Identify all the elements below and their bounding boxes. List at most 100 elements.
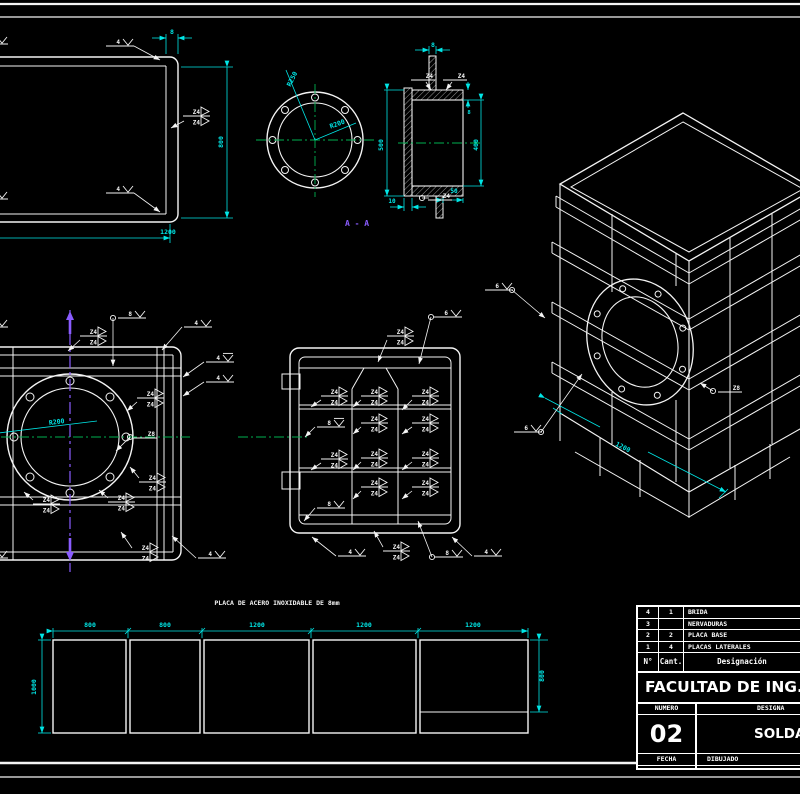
author-name: CARBAJAL JARA WILDER — [697, 766, 800, 768]
dim-800-p1: 800 — [84, 621, 96, 629]
plate-title: PLACA DE ACERO INOXIDABLE DE 8mm — [214, 599, 339, 607]
svg-text:Z4: Z4 — [371, 400, 379, 407]
svg-text:Z4: Z4 — [371, 491, 379, 498]
svg-text:Z4: Z4 — [118, 495, 126, 502]
svg-text:Z4: Z4 — [443, 193, 451, 200]
weld-6-iso-top: 6 — [485, 282, 546, 319]
svg-text:8: 8 — [128, 311, 132, 318]
svg-text:1200: 1200 — [356, 621, 372, 629]
dim-1200-p3: 1200 — [249, 621, 265, 629]
svg-text:Z4: Z4 — [371, 389, 379, 396]
part-name: BRIDA — [688, 608, 708, 616]
svg-text:800: 800 — [217, 136, 225, 148]
dim-8-plan: 8 — [170, 28, 174, 36]
svg-text:Z4: Z4 — [149, 475, 157, 482]
svg-text:4: 4 — [116, 186, 120, 193]
part-qty — [659, 618, 684, 629]
dim-1200-p4: 1200 — [356, 621, 372, 629]
svg-text:8: 8 — [445, 550, 449, 557]
part-no: 1 — [638, 641, 659, 652]
svg-text:8: 8 — [327, 501, 331, 508]
svg-text:8: 8 — [327, 420, 331, 427]
svg-text:Z4: Z4 — [422, 427, 430, 434]
svg-text:Z4: Z4 — [43, 508, 51, 515]
svg-text:8: 8 — [170, 28, 174, 36]
dim-1200-p5: 1200 — [465, 621, 481, 629]
weld-4-plan-top: 4 — [106, 38, 161, 61]
designacion-label: DESIGNA — [757, 704, 785, 712]
svg-text:Z8: Z8 — [148, 431, 156, 438]
svg-text:Z4: Z4 — [371, 416, 379, 423]
svg-text:1000: 1000 — [30, 679, 38, 695]
svg-text:400: 400 — [472, 139, 480, 151]
part-qty: 4 — [659, 641, 684, 652]
svg-text:Z4: Z4 — [147, 402, 155, 409]
svg-text:1200: 1200 — [249, 621, 265, 629]
svg-text:Z4: Z4 — [422, 416, 430, 423]
svg-text:800: 800 — [538, 670, 546, 682]
part-qty: 2 — [659, 630, 684, 641]
svg-text:PLACA DE ACERO INOXIDABLE DE 8: PLACA DE ACERO INOXIDABLE DE 8mm — [214, 599, 339, 607]
svg-text:Z4: Z4 — [142, 545, 150, 552]
header-no: N° — [638, 653, 659, 671]
svg-text:Z4: Z4 — [371, 451, 379, 458]
dim-r200-flange: R200 — [329, 118, 347, 131]
svg-text:R200: R200 — [48, 417, 65, 427]
svg-text:6: 6 — [444, 310, 448, 317]
view-plate-development — [38, 627, 548, 734]
svg-text:50: 50 — [450, 188, 458, 195]
dim-8-section-right: 8 — [467, 110, 470, 116]
dim-1000-plate: 1000 — [30, 679, 38, 695]
weld-z4-section-right: Z4 — [443, 73, 467, 91]
dim-8-section-top: 8 — [431, 41, 435, 49]
weld-z4-section-left: Z4 — [411, 73, 435, 91]
label-row: NUMERO DESIGNA — [638, 704, 800, 715]
annotation-layer: 8800120044Z4Z444R250R200A - A88500400501… — [0, 28, 742, 695]
weld-8-side-bottomleft: 8 — [303, 500, 345, 522]
weld-4-plan-left-bottom: 4 — [0, 191, 8, 200]
svg-text:6: 6 — [524, 425, 528, 432]
drawing-id-row: 02 SOLDAD — [638, 715, 800, 754]
svg-text:4: 4 — [194, 320, 198, 327]
numero-label: NUMERO — [638, 704, 697, 714]
dim-800-plate-right: 800 — [538, 670, 546, 682]
dim-500-section: 500 — [377, 139, 385, 151]
weld-4-front-right2: 4 — [182, 374, 234, 397]
svg-text:4: 4 — [116, 39, 120, 46]
svg-text:500: 500 — [377, 139, 385, 151]
svg-text:10: 10 — [388, 198, 396, 205]
dim-800-p2: 800 — [159, 621, 171, 629]
part-name: NERVADURAS — [688, 619, 728, 628]
table-header-row: N° Cant. Designación — [638, 653, 800, 673]
weld-4-plan-left-top: 4 — [0, 36, 8, 45]
part-no: 4 — [638, 607, 659, 618]
svg-text:Z4: Z4 — [422, 400, 430, 407]
svg-text:Z4: Z4 — [422, 451, 430, 458]
faculty-title: FACULTAD DE ING. — [638, 673, 800, 704]
view-flange-circle — [256, 69, 374, 197]
svg-text:Z4: Z4 — [422, 462, 430, 469]
weld-4-side-br: 4 — [451, 536, 502, 557]
svg-text:Z4: Z4 — [331, 452, 339, 459]
table-row: 2 2 PLACA BASE — [638, 630, 800, 642]
table-row: 4 1 BRIDA — [638, 607, 800, 619]
parts-table: 4 1 BRIDA 3 NERVADURAS 2 2 PLACA BASE 1 … — [638, 607, 800, 673]
part-name: PLACAS LATERALES — [688, 642, 751, 651]
view-front-elevation — [0, 310, 190, 572]
fecha-label-row: FECHA DIBUJADO — [638, 754, 800, 766]
svg-text:4: 4 — [216, 355, 220, 362]
svg-text:R200: R200 — [329, 118, 347, 131]
svg-text:1200: 1200 — [614, 440, 632, 454]
weld-z8-iso: Z8 — [699, 382, 742, 395]
svg-text:6: 6 — [495, 283, 499, 290]
svg-text:Z4: Z4 — [142, 556, 150, 563]
